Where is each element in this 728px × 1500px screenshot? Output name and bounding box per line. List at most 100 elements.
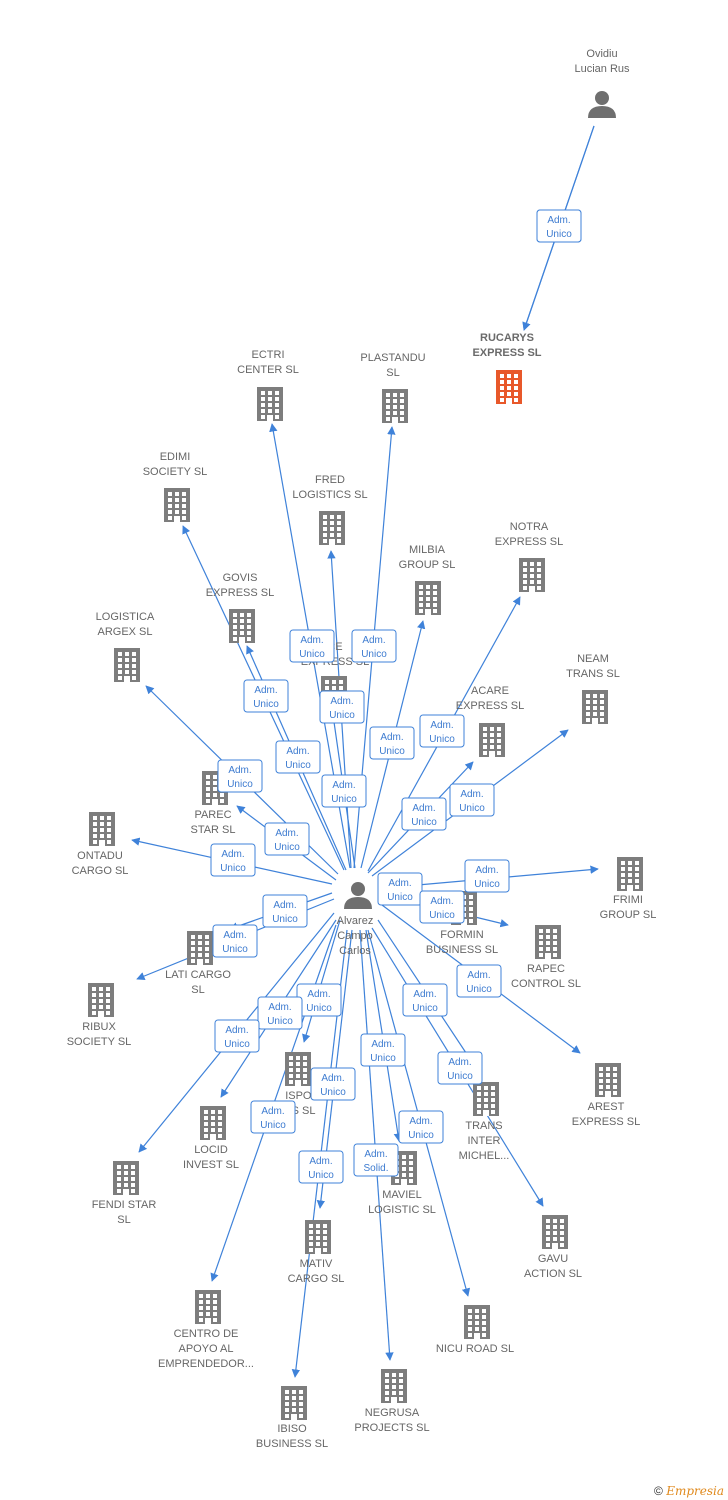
role-badge-locid[interactable]: Adm.Unico — [257, 996, 303, 1030]
building-window — [218, 1122, 222, 1126]
role-text: Adm. — [307, 989, 330, 1000]
role-badge-nicu[interactable]: Adm.Unico — [398, 1110, 444, 1144]
building-window — [292, 1396, 296, 1400]
building-icon — [200, 1106, 226, 1140]
brand-logo-text[interactable]: Empresia — [666, 1484, 724, 1498]
building-icon — [113, 1161, 139, 1195]
building-window — [337, 515, 341, 519]
role-badge-gavu[interactable]: Adm.Unico — [437, 1051, 483, 1085]
role-badge-fendi[interactable]: Adm.Unico — [214, 1019, 260, 1053]
node-trans[interactable]: TRANSINTERMICHEL... — [459, 1082, 510, 1162]
building-window — [477, 1104, 481, 1108]
building-window — [628, 867, 632, 871]
building-door — [329, 539, 335, 545]
role-badge-rucarys[interactable]: Adm.Unico — [536, 209, 582, 243]
node-nicu[interactable]: NICU ROAD SL — [436, 1305, 514, 1355]
building-window — [118, 676, 122, 680]
role-badge-ectri[interactable]: Adm.Unico — [289, 629, 335, 663]
building-window — [560, 1237, 564, 1241]
building-window — [385, 1385, 389, 1389]
building-window — [285, 1390, 289, 1394]
building-window — [386, 417, 390, 421]
role-badge-logistica[interactable]: Adm.Unico — [217, 759, 263, 793]
role-badge-lati[interactable]: Adm.Unico — [262, 894, 308, 928]
building-window — [546, 947, 550, 951]
building-window — [400, 399, 404, 403]
building-window — [261, 415, 265, 419]
building-window — [553, 941, 557, 945]
role-badge-ontadu[interactable]: Adm.Unico — [210, 843, 256, 877]
role-badge-ibiso[interactable]: Adm.Unico — [298, 1150, 344, 1184]
role-badge-mativ[interactable]: Adm.Unico — [310, 1067, 356, 1101]
building-door — [212, 799, 218, 805]
role-text: Adm. — [268, 1002, 291, 1013]
building-window — [523, 586, 527, 590]
role-badge-edimi[interactable]: Adm.Unico — [243, 679, 289, 713]
building-window — [132, 670, 136, 674]
building-window — [477, 1110, 481, 1114]
role-badge-plastandu[interactable]: Adm.Unico — [351, 629, 397, 663]
role-badge-milbia[interactable]: Adm.Unico — [369, 726, 415, 760]
building-window — [586, 694, 590, 698]
building-icon — [479, 723, 505, 757]
building-window — [218, 1116, 222, 1120]
role-badge-frimi[interactable]: Adm.Unico — [464, 859, 510, 893]
building-window — [500, 398, 504, 402]
role-badge-trans[interactable]: Adm.Unico — [402, 983, 448, 1017]
role-badge-centro[interactable]: Adm.Unico — [250, 1100, 296, 1134]
building-window — [490, 739, 494, 743]
role-text: Adm. — [321, 1073, 344, 1084]
role-badge-neam[interactable]: Adm.Unico — [449, 783, 495, 817]
building-window — [240, 631, 244, 635]
role-text: Unico — [361, 649, 387, 660]
role-badge-parec[interactable]: Adm.Unico — [264, 822, 310, 856]
role-badge-maviel[interactable]: Adm.Unico — [360, 1033, 406, 1067]
role-badge-notra[interactable]: Adm.Unico — [419, 714, 465, 748]
building-window — [386, 405, 390, 409]
building-window — [204, 1116, 208, 1120]
role-badge-govis[interactable]: Adm.Unico — [275, 740, 321, 774]
role-badge-fred[interactable]: Adm.Unico — [319, 690, 365, 724]
role-badge-arest[interactable]: Adm.Unico — [456, 964, 502, 998]
node-label: FRED — [315, 474, 345, 486]
role-badge-formin[interactable]: Adm.Unico — [377, 872, 423, 906]
role-badge-ribux[interactable]: Adm.Unico — [212, 924, 258, 958]
role-badge-ispos[interactable]: Adm.Unico — [296, 983, 342, 1017]
building-window — [628, 879, 632, 883]
role-badge-acare[interactable]: Adm.Unico — [401, 797, 447, 831]
building-window — [546, 1237, 550, 1241]
role-badge-rapec[interactable]: Adm.Unico — [419, 890, 465, 924]
role-badge-cexpress[interactable]: Adm.Unico — [321, 774, 367, 808]
building-window — [599, 1067, 603, 1071]
building-window — [497, 751, 501, 755]
building-window — [482, 1315, 486, 1319]
role-badge-negrusa[interactable]: Adm.Solid. — [353, 1143, 399, 1177]
building-window — [560, 1231, 564, 1235]
